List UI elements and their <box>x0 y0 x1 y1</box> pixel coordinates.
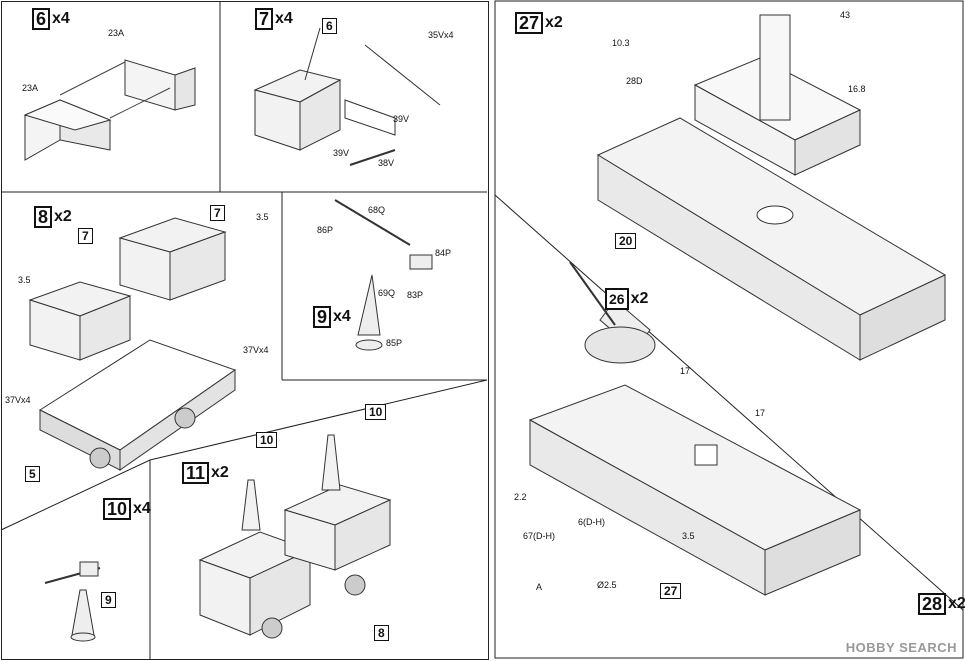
step-number: 28 <box>918 593 947 615</box>
part-label: 85P <box>386 338 403 348</box>
part-label: 17 <box>680 366 691 376</box>
step-9-header: 9 x4 <box>313 306 351 328</box>
step-multiplier: x2 <box>545 14 563 31</box>
part-label: 86P <box>317 225 334 235</box>
part-label: 6(D-H) <box>578 517 605 527</box>
car27-illustration <box>528 261 862 596</box>
step-number: 9 <box>313 306 332 328</box>
part-label: 39V <box>393 114 410 124</box>
step-28-header: 28 x2 <box>918 593 965 615</box>
part-label: 3.5 <box>256 212 269 222</box>
part-label: Ø2.5 <box>597 580 617 590</box>
part-callout: 27 <box>660 583 682 599</box>
part-callout: 9 <box>101 592 116 608</box>
step-11-header: 11 x2 <box>182 462 229 484</box>
part-callout: 8 <box>374 625 389 641</box>
part-label: 43 <box>840 10 851 20</box>
part-callout: 10 <box>365 404 387 420</box>
step-number: 8 <box>34 206 53 228</box>
part-label: 37Vx4 <box>5 395 31 405</box>
part-label: 2.2 <box>514 492 527 502</box>
part-label: 10.3 <box>612 38 630 48</box>
step-6-header: 6 x4 <box>32 8 70 30</box>
step-multiplier: x4 <box>275 10 293 27</box>
part-callout: 7 <box>210 205 225 221</box>
part-label: 83P <box>407 290 424 300</box>
part-label: 16.8 <box>848 84 866 94</box>
car20-illustration <box>596 14 947 361</box>
step-multiplier: x2 <box>630 290 649 307</box>
part-callout: 7 <box>78 228 93 244</box>
part-label: A <box>536 582 543 592</box>
part-label: 37Vx4 <box>243 345 269 355</box>
step-number: 10 <box>103 498 132 520</box>
step11-illustration <box>198 434 392 639</box>
step-8-header: 8 x2 <box>34 206 72 228</box>
watermark: HOBBY SEARCH <box>845 640 957 655</box>
step-multiplier: x2 <box>948 595 965 612</box>
step-number: 27 <box>515 12 544 34</box>
step8-illustration <box>28 217 237 471</box>
part-callout: 10 <box>256 432 278 448</box>
part-label: 67(D-H) <box>523 531 556 541</box>
part-label: 28D <box>626 76 643 86</box>
part-callout: 6 <box>322 18 337 34</box>
step-number: 6 <box>32 8 51 30</box>
part-label: 68Q <box>368 205 386 215</box>
step-27-header: 27 x2 <box>515 12 563 34</box>
step-multiplier: x4 <box>133 500 151 517</box>
step9-illustration <box>334 199 433 351</box>
step-multiplier: x2 <box>54 208 72 225</box>
step-number: 11 <box>182 462 210 484</box>
step-7-header: 7 x4 <box>255 8 293 30</box>
step-number: 7 <box>255 8 274 30</box>
part-label: 3.5 <box>18 275 31 285</box>
step-26-header: 26 x2 <box>605 288 648 310</box>
step7-box-illustration <box>253 27 441 166</box>
part-label: 23A <box>22 83 39 93</box>
step-multiplier: x4 <box>333 308 351 325</box>
step10-illustration <box>44 561 101 642</box>
step-multiplier: x4 <box>52 10 70 27</box>
step-multiplier: x2 <box>211 464 229 481</box>
part-label: 38V <box>378 158 395 168</box>
part-label: 3.5 <box>682 531 695 541</box>
step6-box-illustration <box>23 59 196 161</box>
part-callout: 20 <box>615 233 637 249</box>
part-label: 84P <box>435 248 452 258</box>
part-label: 69Q <box>378 288 396 298</box>
part-label: 35Vx4 <box>428 30 454 40</box>
part-label: 23A <box>108 28 125 38</box>
part-label: 39V <box>333 148 350 158</box>
part-callout: 5 <box>25 466 40 482</box>
part-label: 17 <box>755 408 766 418</box>
step-number: 26 <box>605 288 629 310</box>
step-10-header: 10 x4 <box>103 498 151 520</box>
